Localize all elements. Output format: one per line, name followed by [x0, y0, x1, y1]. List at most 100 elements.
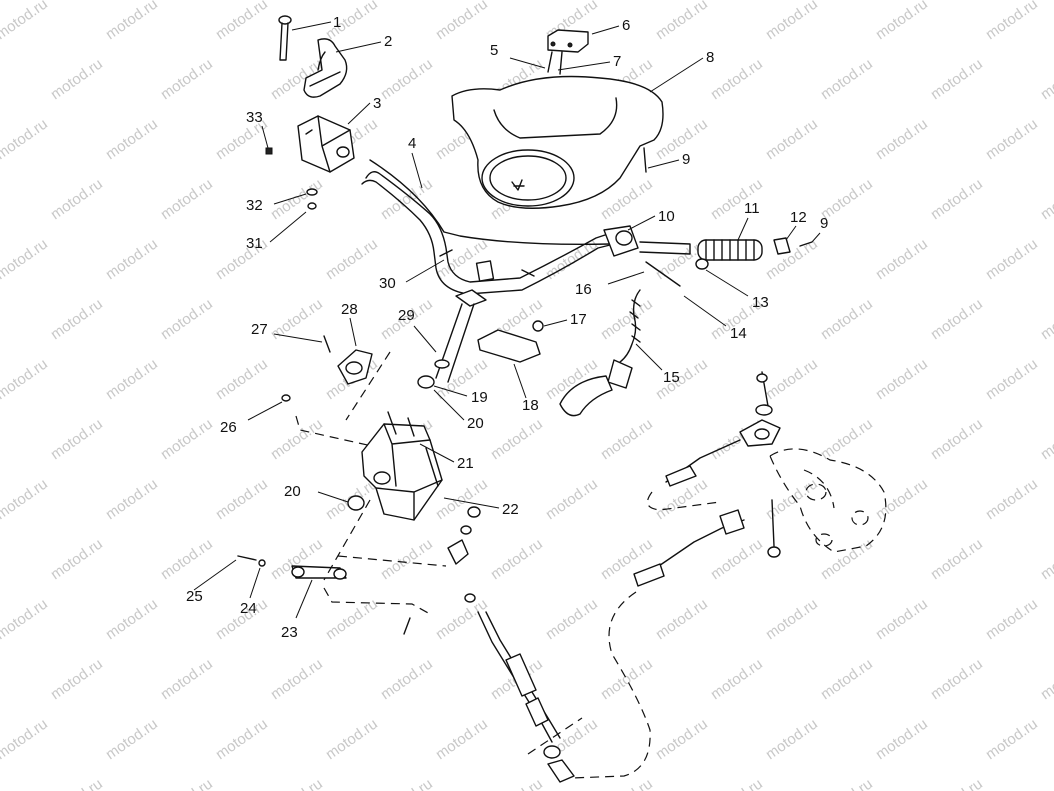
watermark-text: motod.ru	[1038, 415, 1054, 463]
callout-leader-line	[295, 579, 313, 619]
callout-leader-line	[317, 491, 349, 503]
callout-leader-line	[269, 211, 307, 243]
callout-leader-line	[247, 401, 283, 421]
callout-leader-line	[291, 21, 332, 31]
watermark-text: motod.ru	[0, 355, 51, 403]
part-end-cap	[773, 237, 791, 255]
callout-number: 20	[284, 483, 301, 500]
watermark-text: motod.ru	[488, 415, 546, 463]
watermark-text: motod.ru	[1038, 775, 1054, 791]
part-steering-post	[434, 289, 487, 383]
watermark-text: motod.ru	[158, 415, 216, 463]
watermark-text: motod.ru	[763, 715, 821, 763]
watermark-text: motod.ru	[103, 235, 161, 283]
watermark-text: motod.ru	[1038, 175, 1054, 223]
watermark-text: motod.ru	[598, 775, 656, 791]
watermark-text: motod.ru	[598, 295, 656, 343]
parts-drawing	[237, 15, 887, 783]
watermark-text: motod.ru	[158, 775, 216, 791]
callout-number: 3	[373, 95, 381, 112]
watermark-text: motod.ru	[818, 535, 876, 583]
watermark-text: motod.ru	[0, 115, 51, 163]
watermark-text: motod.ru	[983, 595, 1041, 643]
watermark-text: motod.ru	[48, 535, 106, 583]
callout-leader-line	[649, 57, 704, 93]
callout-number: 7	[613, 53, 621, 70]
callout-leader-line	[557, 61, 611, 71]
watermark-text: motod.ru	[763, 355, 821, 403]
callout-leader-line	[411, 152, 423, 189]
callout-number: 25	[186, 588, 203, 605]
watermark-text: motod.ru	[1038, 535, 1054, 583]
callout-leader-line	[419, 443, 455, 463]
callout-number: 5	[490, 42, 498, 59]
watermark-text: motod.ru	[928, 415, 986, 463]
callout-leader-line	[627, 215, 656, 231]
callout-number: 18	[522, 397, 539, 414]
part-bolt-27	[323, 335, 331, 353]
callout-leader-line	[509, 57, 546, 69]
watermark-text: motod.ru	[103, 595, 161, 643]
part-mount-block	[547, 29, 589, 75]
watermark-text: motod.ru	[378, 175, 436, 223]
part-screw-14	[645, 261, 681, 287]
watermark-text: motod.ru	[928, 175, 986, 223]
watermark-text: motod.ru	[48, 655, 106, 703]
watermark-text: motod.ru	[928, 775, 986, 791]
watermark-text: motod.ru	[708, 775, 766, 791]
callout-number: 29	[398, 307, 415, 324]
part-nut-31	[307, 202, 317, 210]
watermark-text: motod.ru	[488, 775, 546, 791]
watermark-text: motod.ru	[378, 535, 436, 583]
watermark-text: motod.ru	[378, 775, 436, 791]
watermark-text: motod.ru	[103, 0, 161, 43]
callout-number: 21	[457, 455, 474, 472]
callout-number: 15	[663, 369, 680, 386]
callout-number: 17	[570, 311, 587, 328]
callout-leader-line	[249, 567, 261, 599]
watermark-text: motod.ru	[873, 0, 931, 43]
watermark-text: motod.ru	[433, 0, 491, 43]
watermark-text: motod.ru	[103, 715, 161, 763]
watermark-text: motod.ru	[818, 655, 876, 703]
callout-number: 20	[467, 415, 484, 432]
watermark-text: motod.ru	[873, 475, 931, 523]
callout-number: 27	[251, 321, 268, 338]
callout-leader-line	[705, 269, 749, 297]
watermark-text: motod.ru	[48, 55, 106, 103]
part-lower-tie-rod	[477, 611, 575, 783]
callout-leader-line	[413, 325, 437, 353]
watermark-text: motod.ru	[103, 115, 161, 163]
watermark-text: motod.ru	[323, 715, 381, 763]
assembly-guide-lines	[295, 351, 721, 779]
watermark-text: motod.ru	[48, 175, 106, 223]
callout-number: 28	[341, 301, 358, 318]
watermark-text: motod.ru	[928, 295, 986, 343]
callout-number: 16	[575, 281, 592, 298]
watermark-text: motod.ru	[653, 715, 711, 763]
part-bolt-top	[278, 15, 292, 61]
part-washer-32	[306, 188, 318, 196]
watermark-text: motod.ru	[983, 235, 1041, 283]
callout-number: 6	[622, 17, 630, 34]
part-headlight-pod	[451, 75, 664, 209]
callout-leader-line	[433, 389, 465, 421]
watermark-text: motod.ru	[213, 715, 271, 763]
callout-number: 26	[220, 419, 237, 436]
watermark-text: motod.ru	[158, 535, 216, 583]
watermark-text: motod.ru	[158, 295, 216, 343]
part-screw-33	[265, 147, 273, 155]
callout-number: 13	[752, 294, 769, 311]
watermark-text: motod.ru	[488, 535, 546, 583]
watermark-text: motod.ru	[268, 415, 326, 463]
callout-leader-line	[811, 232, 821, 243]
part-pitman-arm	[237, 555, 347, 580]
watermark-text: motod.ru	[653, 355, 711, 403]
part-kill-tether	[559, 289, 641, 417]
callout-number: 30	[379, 275, 396, 292]
watermark-text: motod.ru	[433, 475, 491, 523]
watermark-text: motod.ru	[158, 55, 216, 103]
part-nut-26	[281, 394, 291, 402]
callout-number: 23	[281, 624, 298, 641]
